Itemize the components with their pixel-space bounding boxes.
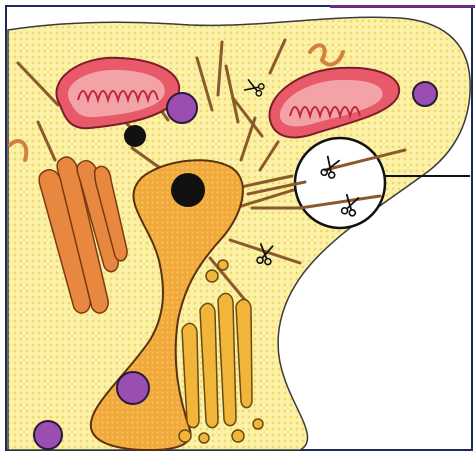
dark-granule bbox=[124, 125, 146, 147]
vesicle bbox=[413, 82, 437, 106]
frame-top-accent bbox=[330, 5, 475, 8]
central-nucleus bbox=[171, 173, 205, 207]
vesicle bbox=[34, 421, 62, 449]
vesicle bbox=[117, 372, 149, 404]
vesicle bbox=[167, 93, 197, 123]
